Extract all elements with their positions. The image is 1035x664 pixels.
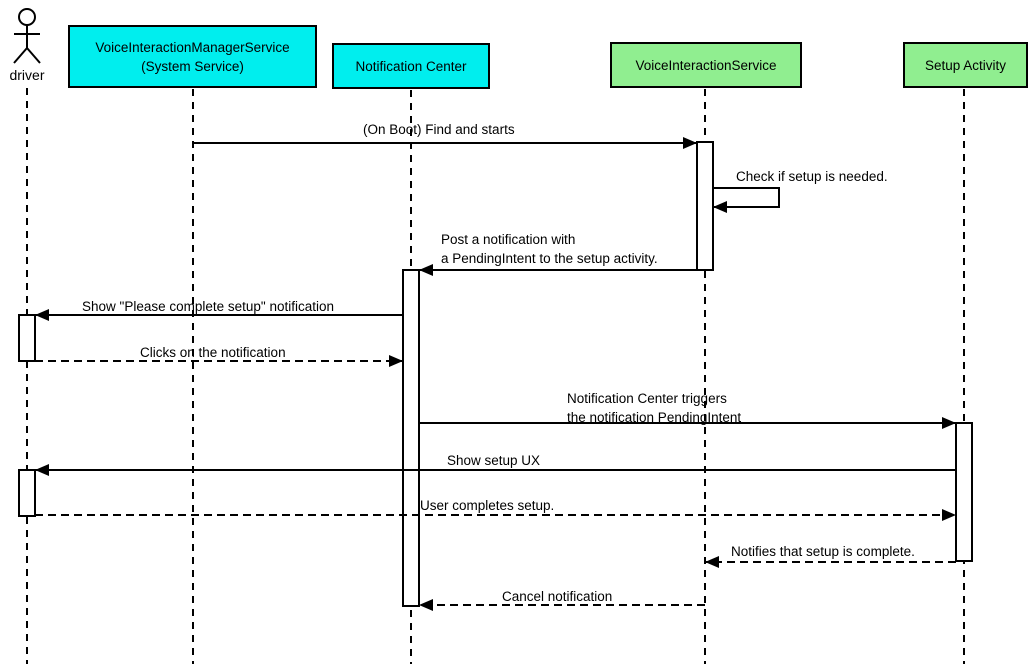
activation-notification-center — [402, 269, 420, 607]
activation-driver-1 — [18, 314, 36, 362]
activation-driver-2 — [18, 469, 36, 517]
actor-figure-driver — [13, 8, 41, 64]
message-label-10: Cancel notification — [502, 589, 613, 604]
message-label-1: (On Boot) Find and starts — [363, 122, 515, 137]
activation-voice-interaction-service — [696, 141, 714, 271]
participant-notification-center: Notification Center — [332, 43, 490, 89]
message-label-7: Show setup UX — [447, 453, 541, 468]
message-label-8: User completes setup. — [420, 498, 555, 513]
message-label-6: Notification Center triggers the notific… — [567, 391, 742, 425]
actor-head — [18, 8, 36, 26]
message-label-2: Check if setup is needed. — [736, 169, 888, 184]
activation-setup-activity — [955, 422, 973, 562]
message-label-3: Post a notification with a PendingIntent… — [441, 232, 658, 266]
participant-voice-interaction-manager-service: VoiceInteractionManagerService (System S… — [68, 25, 317, 88]
activation-bars — [18, 141, 973, 607]
actor-body — [13, 25, 41, 64]
participant-voice-interaction-service: VoiceInteractionService — [610, 42, 802, 88]
message-label-4: Show "Please complete setup" notificatio… — [82, 299, 334, 314]
participant-setup-activity: Setup Activity — [903, 42, 1028, 88]
participant-driver-label: driver — [9, 67, 45, 83]
arrow-check-if-setup-is-needed — [713, 187, 780, 213]
message-arrows — [35, 137, 956, 611]
message-label-9: Notifies that setup is complete. — [731, 544, 915, 559]
message-label-5: Clicks on the notification — [140, 345, 286, 360]
